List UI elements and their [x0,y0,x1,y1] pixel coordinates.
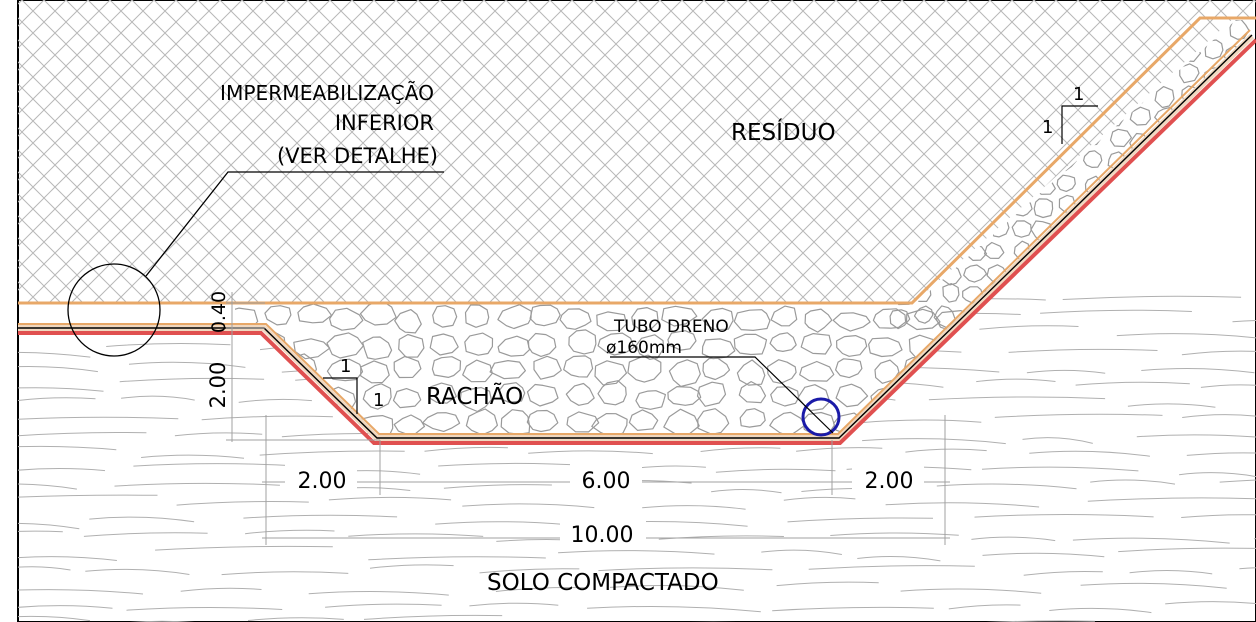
drawing-frame [17,0,1256,622]
liner-top-line [18,16,1256,305]
drain-pipe-icon [801,397,841,437]
slope-indicator-left: 1 1 [323,356,384,414]
drain-pipe-callout: TUBO DRENO ø160mm [606,317,841,437]
tubo-dreno-label-line2: ø160mm [606,338,682,358]
rachao-label: RACHÃO [426,382,523,410]
detail-circle [67,263,161,357]
dim-depth: 2.00 [206,362,230,409]
dim-total-width: 10.00 [571,523,634,548]
callout-leader-line [145,171,444,277]
impermeabilizacao-label-line3: (VER DETALHE) [277,144,438,168]
impermeabilizacao-label-line2: INFERIOR [335,111,434,135]
impermeabilizacao-label-line1: IMPERMEABILIZAÇÃO [220,81,434,105]
solo-compactado-label: SOLO COMPACTADO [487,570,719,596]
dim-left-berm: 2.00 [298,469,347,494]
tubo-dreno-label-line1: TUBO DRENO [613,317,729,337]
dim-liner-thickness: 0.40 [208,291,230,333]
liner-lower-red [18,38,1256,445]
slope-left-rise: 1 [373,390,384,411]
slope-indicator-right: 1 1 [1042,84,1098,144]
dim-bottom-width: 6.00 [582,469,631,494]
liner-layers [18,16,1256,445]
dimension-labels: 2.00 6.00 2.00 10.00 2.00 0.40 [206,291,924,548]
slope-left-run: 1 [340,356,351,377]
impermeabilizacao-callout: IMPERMEABILIZAÇÃO INFERIOR (VER DETALHE) [67,81,444,357]
liner-upper-orange [18,29,1251,435]
slope-right-run: 1 [1073,84,1084,105]
residuo-label: RESÍDUO [731,118,836,146]
liner-black-line [18,34,1253,439]
dim-right-berm: 2.00 [865,469,914,494]
slope-right-rise: 1 [1042,117,1053,138]
drain-leader-line [610,356,834,434]
